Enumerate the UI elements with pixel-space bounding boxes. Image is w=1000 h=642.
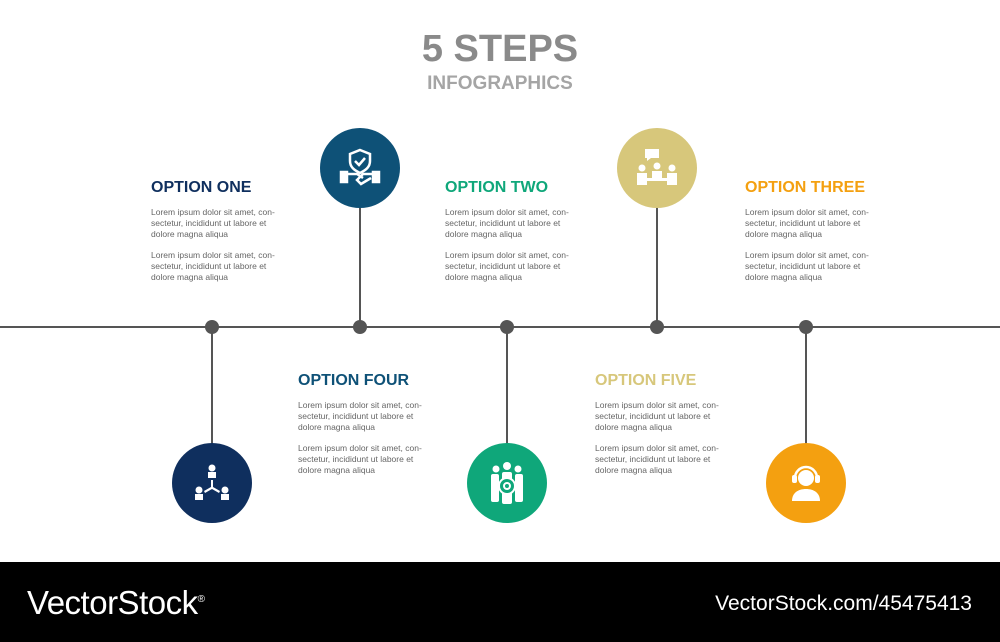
stem (506, 327, 508, 447)
handshake-shield-icon (320, 128, 400, 208)
option-title: OPTION TWO (445, 179, 549, 196)
brand-logo: VectorStock® (27, 584, 205, 622)
brand-mark: ® (197, 594, 205, 605)
stem (656, 205, 658, 327)
option-text: Lorem ipsum dolor sit amet, con-sectetur… (595, 400, 719, 432)
option-text: Lorem ipsum dolor sit amet, con-sectetur… (745, 207, 869, 239)
stem (805, 327, 807, 447)
option-text: Lorem ipsum dolor sit amet, con-sectetur… (151, 250, 275, 282)
page-subtitle: INFOGRAPHICS (427, 73, 573, 94)
option-one-block: OPTION ONE Lorem ipsum dolor sit amet, c… (151, 179, 286, 293)
timeline-dot (353, 320, 367, 334)
option-title: OPTION ONE (151, 179, 252, 196)
option-three-block: OPTION THREE Lorem ipsum dolor sit amet,… (745, 179, 880, 293)
support-headset-icon (766, 443, 846, 523)
stem (359, 205, 361, 327)
footer-bar: VectorStock® VectorStock.com/45475413 (0, 562, 1000, 642)
timeline-dot (205, 320, 219, 334)
option-title: OPTION THREE (745, 179, 866, 196)
image-id: VectorStock.com/45475413 (715, 592, 972, 615)
page-title: 5 STEPS (421, 28, 579, 70)
timeline-dot (500, 320, 514, 334)
option-title: OPTION FOUR (298, 372, 410, 389)
stem (211, 327, 213, 447)
option-text: Lorem ipsum dolor sit amet, con-sectetur… (298, 443, 422, 475)
option-text: Lorem ipsum dolor sit amet, con-sectetur… (745, 250, 869, 282)
brand-name: VectorStock (27, 584, 198, 621)
option-title: OPTION FIVE (595, 372, 697, 389)
timeline-dot (650, 320, 664, 334)
option-text: Lorem ipsum dolor sit amet, con-sectetur… (151, 207, 275, 239)
network-people-icon (172, 443, 252, 523)
option-text: Lorem ipsum dolor sit amet, con-sectetur… (445, 250, 569, 282)
option-five-block: OPTION FIVE Lorem ipsum dolor sit amet, … (595, 372, 730, 486)
option-text: Lorem ipsum dolor sit amet, con-sectetur… (445, 207, 569, 239)
meeting-chat-icon (617, 128, 697, 208)
team-gear-icon (467, 443, 547, 523)
option-text: Lorem ipsum dolor sit amet, con-sectetur… (298, 400, 422, 432)
option-text: Lorem ipsum dolor sit amet, con-sectetur… (595, 443, 719, 475)
option-two-block: OPTION TWO Lorem ipsum dolor sit amet, c… (445, 179, 580, 293)
timeline-dot (799, 320, 813, 334)
option-four-block: OPTION FOUR Lorem ipsum dolor sit amet, … (298, 372, 433, 486)
